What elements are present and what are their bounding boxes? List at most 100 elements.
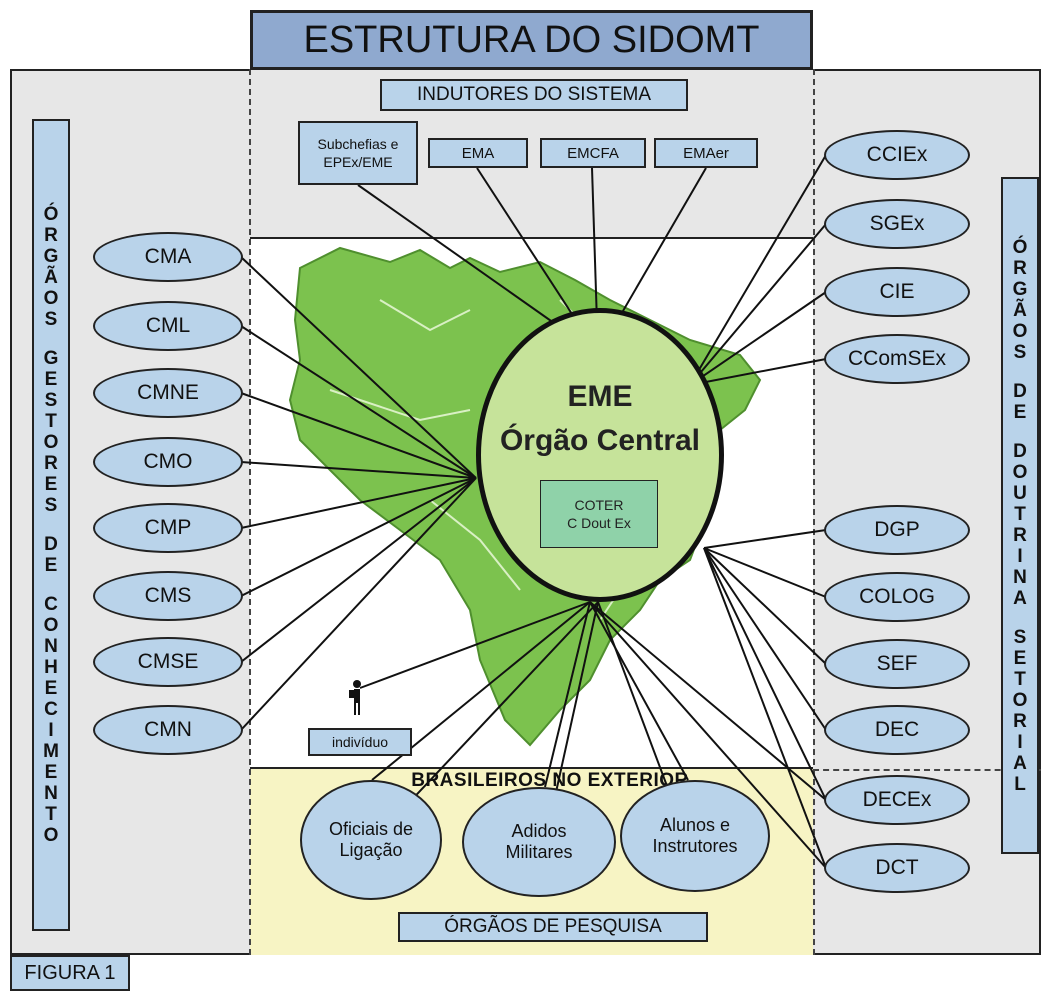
inductor-ema: EMA xyxy=(428,138,528,168)
column-letter xyxy=(1017,363,1022,381)
figure-label: FIGURA 1 xyxy=(10,955,130,991)
abroad-node-line: Oficiais de xyxy=(328,819,414,839)
column-letter: R xyxy=(44,225,58,246)
column-letter: E xyxy=(44,678,58,699)
node-ccomsex: CComSEx xyxy=(824,334,970,384)
inductors-header: INDUTORES DO SISTEMA xyxy=(380,79,688,111)
column-letter: G xyxy=(43,246,59,267)
column-letter: D xyxy=(1013,380,1027,402)
column-letter: O xyxy=(43,825,59,846)
diagram-title: ESTRUTURA DO SIDOMT xyxy=(250,10,813,70)
column-letter: I xyxy=(48,720,54,741)
column-letter: G xyxy=(43,348,59,369)
column-letter: T xyxy=(45,804,57,825)
column-letter: S xyxy=(1013,626,1027,648)
node-alunos-e-instrutores: Alunos e Instrutores xyxy=(620,780,770,892)
column-letter: R xyxy=(1013,524,1027,546)
column-letter: E xyxy=(1013,401,1027,423)
column-letter: C xyxy=(44,594,58,615)
column-letter: E xyxy=(1013,647,1027,669)
node-sef: SEF xyxy=(824,639,970,689)
column-letter: Ó xyxy=(1012,236,1028,258)
column-letter: E xyxy=(44,369,58,390)
abroad-node-line: Militares xyxy=(505,842,573,862)
node-cmo: CMO xyxy=(93,437,243,487)
right-dashed-divider xyxy=(813,769,1041,771)
abroad-header: BRASILEIROS NO EXTERIOR xyxy=(411,770,689,791)
node-adidos-militares: Adidos Militares xyxy=(462,787,616,897)
column-letter: U xyxy=(1013,482,1027,504)
column-letter: C xyxy=(44,699,58,720)
column-letter: I xyxy=(1017,545,1023,567)
column-letter: Ã xyxy=(44,267,58,288)
abroad-node-line: Ligação xyxy=(339,840,403,860)
column-letter: O xyxy=(1012,689,1028,711)
column-letter: H xyxy=(44,657,58,678)
column-letter: R xyxy=(1013,257,1027,279)
column-letter: Ó xyxy=(43,204,59,225)
central-circle xyxy=(476,308,724,602)
column-letter: S xyxy=(44,495,58,516)
column-letter: A xyxy=(1013,587,1027,609)
node-dgp: DGP xyxy=(824,505,970,555)
column-letter: T xyxy=(45,411,57,432)
column-letter: O xyxy=(43,432,59,453)
node-cms: CMS xyxy=(93,571,243,621)
coter-box: COTER C Dout Ex xyxy=(540,480,658,548)
node-colog: COLOG xyxy=(824,572,970,622)
column-letter: I xyxy=(1017,731,1023,753)
column-letter: T xyxy=(1014,668,1026,690)
column-letter: N xyxy=(44,783,58,804)
column-letter: S xyxy=(1013,341,1027,363)
column-letter xyxy=(48,330,53,348)
abroad-node-line: Alunos e xyxy=(659,815,731,835)
left-divider xyxy=(249,69,251,955)
column-letter: S xyxy=(44,309,58,330)
column-letter: O xyxy=(43,615,59,636)
column-letter xyxy=(48,516,53,534)
person-icon xyxy=(349,680,361,715)
column-letter: O xyxy=(43,288,59,309)
central-title: EME xyxy=(567,380,633,413)
node-cml: CML xyxy=(93,301,243,351)
node-dct: DCT xyxy=(824,843,970,893)
column-letter xyxy=(1017,609,1022,627)
column-letter: E xyxy=(44,474,58,495)
abroad-node-line: Adidos xyxy=(511,821,567,841)
column-letter: T xyxy=(1014,503,1026,525)
node-cmne: CMNE xyxy=(93,368,243,418)
abroad-node-line: Instrutores xyxy=(652,836,738,856)
column-letter: G xyxy=(1012,278,1028,300)
column-letter: M xyxy=(43,741,59,762)
column-letter: E xyxy=(44,762,58,783)
individual-box: indivíduo xyxy=(308,728,412,756)
right-divider xyxy=(813,69,815,955)
column-letter: R xyxy=(44,453,58,474)
column-letter xyxy=(1017,423,1022,441)
node-sgex: SGEx xyxy=(824,199,970,249)
coter-line-2: C Dout Ex xyxy=(567,515,631,531)
column-letter: S xyxy=(44,390,58,411)
coter-line-1: COTER xyxy=(574,497,624,513)
node-cma: CMA xyxy=(93,232,243,282)
node-oficiais-de-ligacao: Oficiais de Ligação xyxy=(300,780,442,900)
column-letter: R xyxy=(1013,710,1027,732)
column-letter: A xyxy=(1013,752,1027,774)
column-letter: Ã xyxy=(1013,299,1027,321)
inductor-emcfa: EMCFA xyxy=(540,138,646,168)
node-cmse: CMSE xyxy=(93,637,243,687)
node-cciex: CCIEx xyxy=(824,130,970,180)
node-cie: CIE xyxy=(824,267,970,317)
research-label: ÓRGÃOS DE PESQUISA xyxy=(398,912,708,942)
column-letter: O xyxy=(1012,320,1028,342)
node-dec: DEC xyxy=(824,705,970,755)
node-cmp: CMP xyxy=(93,503,243,553)
column-letter: N xyxy=(1013,566,1027,588)
column-letter: N xyxy=(44,636,58,657)
column-letter: D xyxy=(44,534,58,555)
column-letter: D xyxy=(1013,440,1027,462)
column-letter xyxy=(48,576,53,594)
node-cmn: CMN xyxy=(93,705,243,755)
